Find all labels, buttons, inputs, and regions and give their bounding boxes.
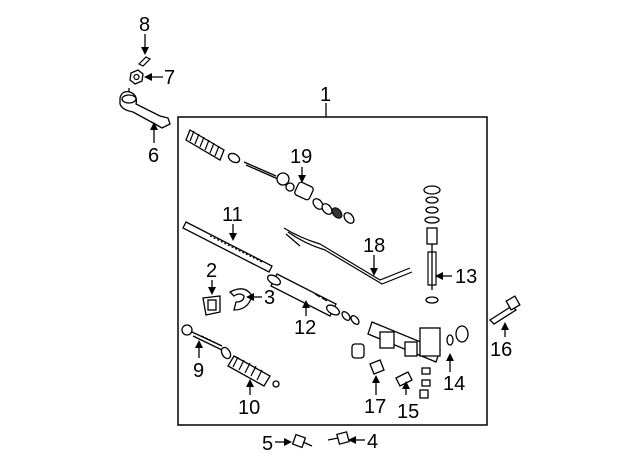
callout-1: 1	[320, 84, 331, 106]
callout-6: 6	[148, 145, 159, 167]
callout-3: 3	[264, 287, 275, 309]
callout-13: 13	[455, 266, 477, 288]
callout-18: 18	[363, 235, 385, 257]
rack-housing-tube-part	[266, 273, 341, 317]
callout-17: 17	[364, 396, 386, 418]
fitting-parts	[351, 343, 431, 399]
callout-9: 9	[193, 360, 204, 382]
assembly-frame	[177, 116, 488, 426]
mounting-bracket-part	[202, 295, 221, 316]
callout-2: 2	[206, 260, 217, 282]
bolt-lower-left-part	[291, 433, 313, 449]
bleeder-fitting-part	[369, 359, 385, 375]
callout-10: 10	[238, 397, 260, 419]
callout-14: 14	[443, 373, 465, 395]
mounting-bushing-part	[228, 288, 253, 311]
rack-bushing-part	[285, 181, 355, 224]
callout-5: 5	[262, 433, 273, 455]
lower-boot-part	[220, 346, 280, 388]
pinion-valve-part	[423, 185, 441, 304]
cotter-pin-part	[137, 56, 152, 67]
upper-inner-tie-rod-part	[243, 161, 290, 186]
pressure-lines-part	[283, 227, 413, 285]
valve-fitting-part	[395, 371, 413, 387]
callout-8: 8	[139, 14, 150, 36]
callout-15: 15	[397, 401, 419, 423]
lower-inner-tie-rod-part	[181, 324, 223, 351]
adjuster-plug-part	[446, 325, 469, 346]
callout-11: 11	[222, 204, 243, 226]
callout-7: 7	[164, 67, 175, 89]
upper-boot-part	[185, 129, 241, 164]
mounting-bolt-part	[488, 295, 521, 325]
callout-16: 16	[490, 339, 512, 361]
callout-19: 19	[290, 146, 312, 168]
castle-nut-part	[129, 69, 144, 85]
callout-12: 12	[294, 317, 316, 339]
bolt-lower-right-part	[327, 431, 350, 445]
steering-rack-part	[182, 221, 273, 273]
gear-housing-part	[367, 321, 441, 363]
callout-4: 4	[367, 431, 378, 453]
tie-rod-end-part	[119, 88, 171, 129]
